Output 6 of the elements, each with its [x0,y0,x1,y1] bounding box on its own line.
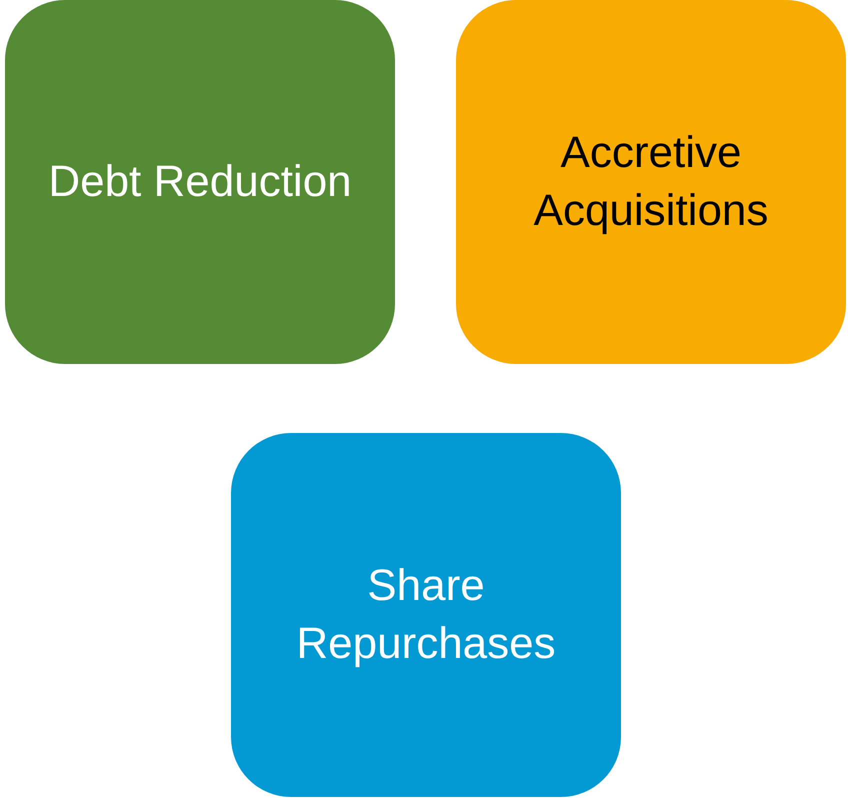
box-label: Accretive Acquisitions [532,127,770,237]
box-label: Share Repurchases [295,560,557,670]
box-label: Debt Reduction [48,156,352,208]
rounded-box [231,433,621,797]
rounded-box [5,0,395,364]
rounded-box [456,0,846,364]
